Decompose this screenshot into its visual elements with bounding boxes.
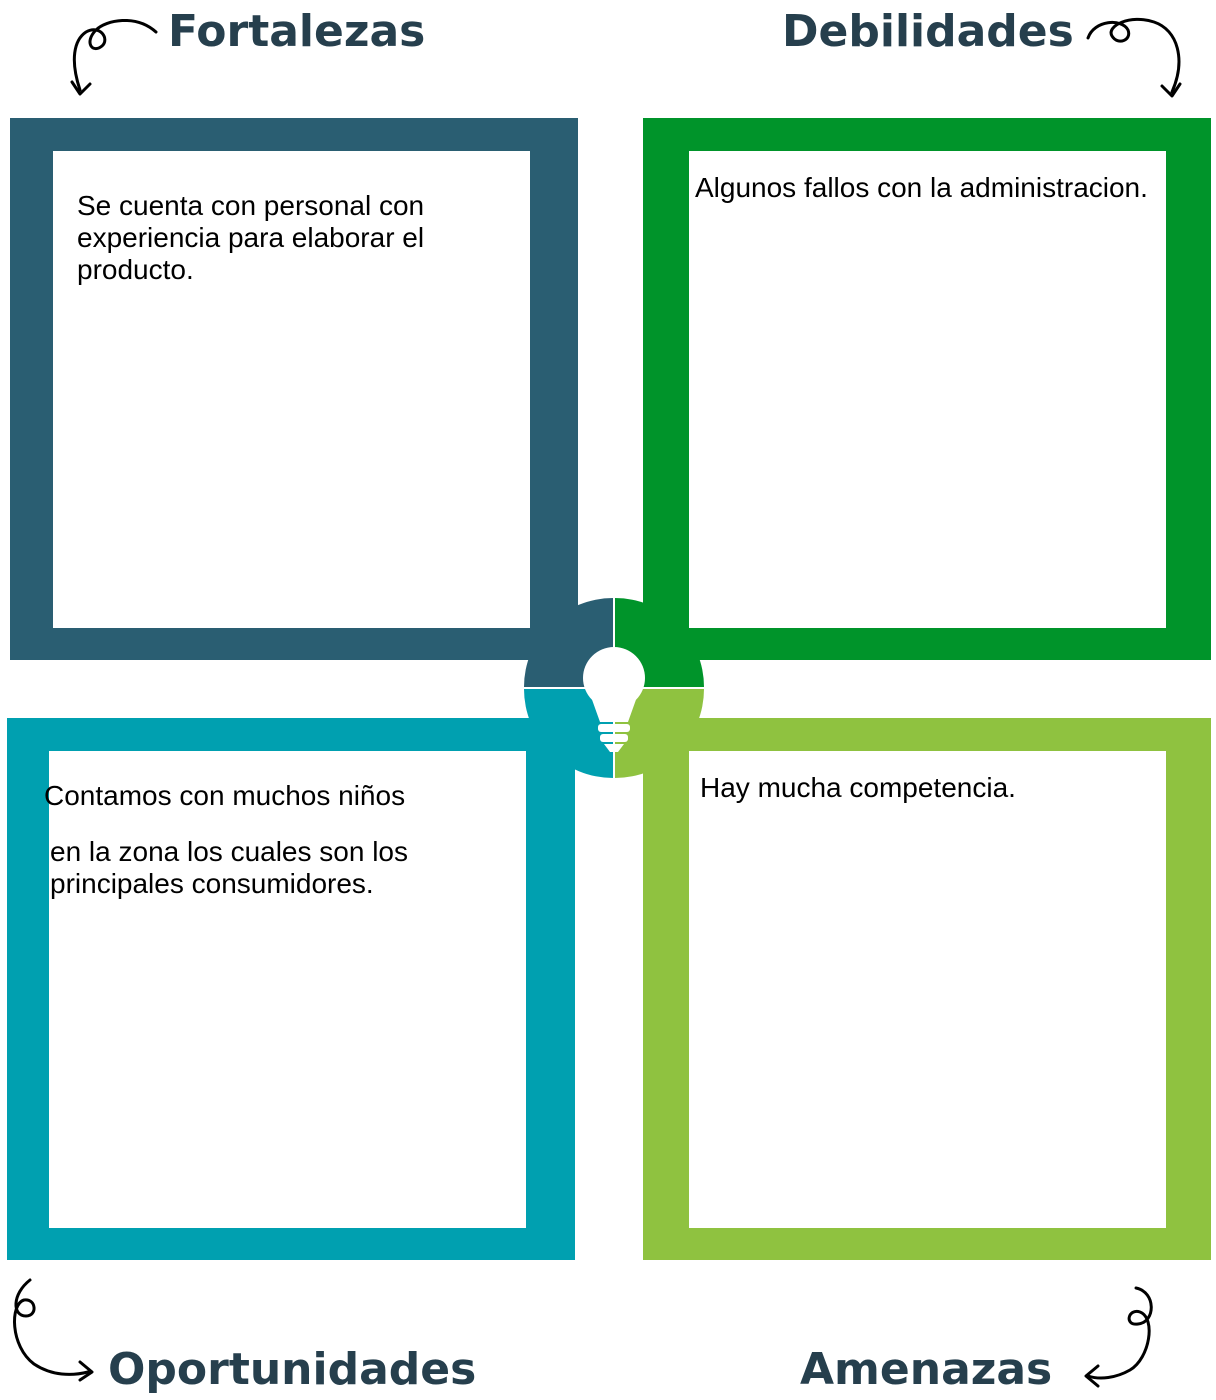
text-fortalezas[interactable]: Se cuenta con personal con experiencia p… [77, 190, 425, 285]
text-amenazas[interactable]: Hay mucha competencia. [700, 772, 1016, 803]
heading-oportunidades: Oportunidades [108, 1344, 477, 1395]
curly-arrow-top-left-icon [70, 18, 158, 96]
curly-arrow-bottom-left-icon [13, 1278, 94, 1382]
panel-debilidades-inner [689, 151, 1166, 628]
panel-fortalezas [10, 118, 578, 660]
panel-debilidades [643, 118, 1211, 660]
heading-debilidades: Debilidades [782, 6, 1074, 57]
text-oportunidades[interactable]: Contamos con muchos niños en la zona los… [44, 780, 484, 900]
curly-arrow-top-right-icon [1086, 17, 1182, 98]
text-debilidades[interactable]: Algunos fallos con la administracion. [695, 172, 1148, 203]
lightbulb-icon [583, 647, 645, 752]
curly-arrow-bottom-right-icon [1084, 1286, 1153, 1388]
panel-fortalezas-inner [53, 151, 530, 628]
panel-oportunidades-inner [49, 751, 526, 1228]
panel-oportunidades [7, 718, 575, 1260]
panel-amenazas-inner [689, 751, 1166, 1228]
panel-amenazas [643, 718, 1211, 1260]
heading-fortalezas: Fortalezas [168, 6, 426, 57]
heading-amenazas: Amenazas [800, 1344, 1053, 1395]
text-oportunidades-line1: Contamos con muchos niños [44, 780, 406, 811]
text-oportunidades-line2: en la zona los cuales son los principale… [50, 836, 408, 899]
